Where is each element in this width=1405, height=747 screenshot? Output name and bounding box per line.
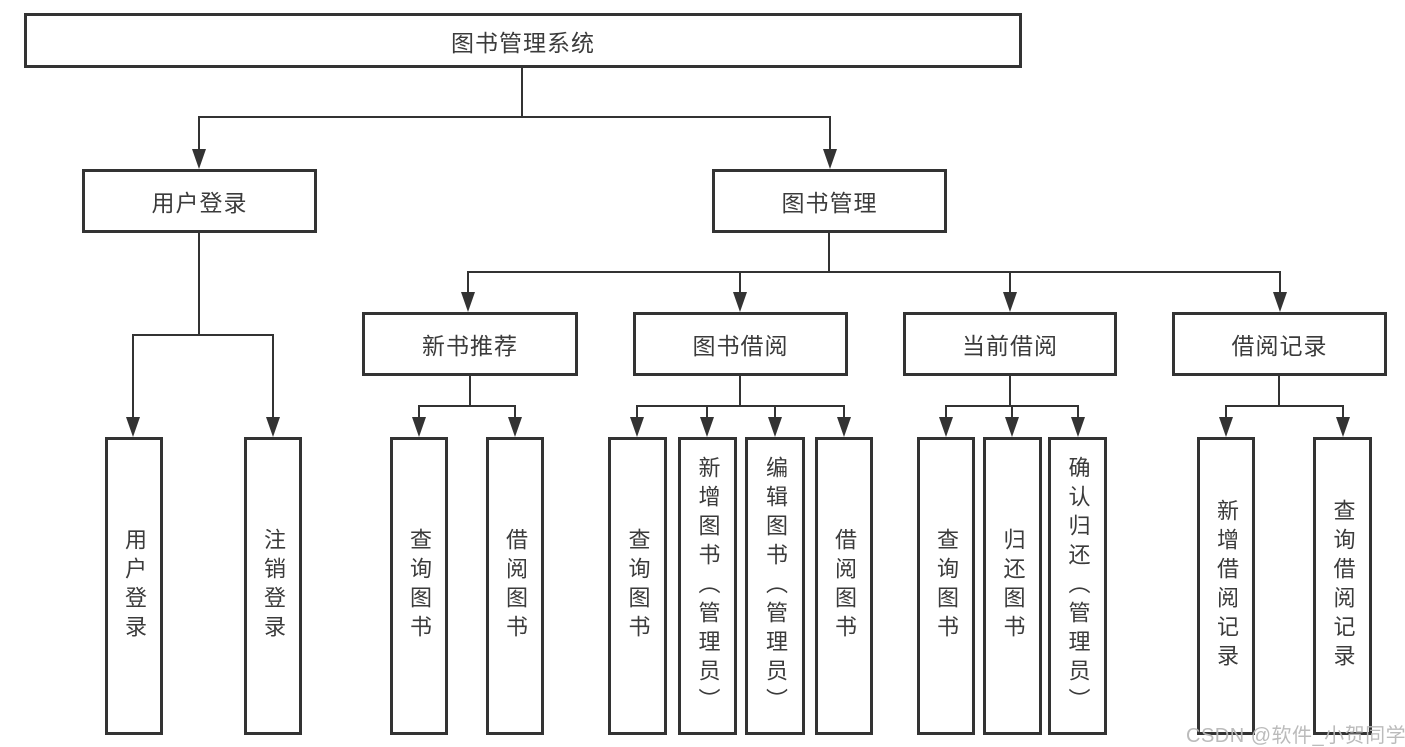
- connector-line: [945, 405, 947, 419]
- leaf-logout: 注销登录: [244, 437, 302, 735]
- leaf-current-confirm-return-admin: 确认归还（管理员）: [1048, 437, 1107, 735]
- connector-line: [1077, 405, 1079, 419]
- leaf-borrow-add-books-admin-label: 新增图书（管理员）: [695, 455, 721, 717]
- node-user-login: 用户登录: [82, 169, 317, 233]
- leaf-records-query-record-label: 查询借阅记录: [1330, 499, 1356, 673]
- connector-line: [1278, 376, 1280, 406]
- connector-line: [1225, 405, 1227, 419]
- leaf-logout-label: 注销登录: [261, 528, 286, 644]
- connector-line: [1279, 271, 1281, 294]
- leaf-current-return-books: 归还图书: [983, 437, 1042, 735]
- node-current-borrow-label: 当前借阅: [962, 333, 1058, 359]
- arrow-down-icon: [733, 292, 747, 312]
- node-root: 图书管理系统: [24, 13, 1022, 68]
- connector-line: [469, 376, 471, 406]
- leaf-records-add-record: 新增借阅记录: [1197, 437, 1255, 735]
- connector-line: [198, 116, 200, 151]
- connector-line: [418, 405, 516, 407]
- connector-line: [1009, 376, 1011, 406]
- connector-line: [739, 376, 741, 406]
- node-user-login-label: 用户登录: [151, 190, 248, 216]
- arrow-down-icon: [1071, 417, 1085, 437]
- arrow-down-icon: [939, 417, 953, 437]
- leaf-borrow-edit-books-admin: 编辑图书（管理员）: [745, 437, 805, 735]
- arrow-down-icon: [126, 417, 140, 437]
- connector-line: [828, 233, 830, 273]
- connector-line: [1225, 405, 1344, 407]
- arrow-down-icon: [266, 417, 280, 437]
- connector-line: [514, 405, 516, 419]
- leaf-borrow-query-books-label: 查询图书: [625, 528, 651, 644]
- leaf-current-query-books: 查询图书: [917, 437, 975, 735]
- leaf-recommend-query-books: 查询图书: [390, 437, 448, 735]
- node-root-label: 图书管理系统: [451, 29, 595, 56]
- node-current-borrow: 当前借阅: [903, 312, 1117, 376]
- connector-line: [132, 334, 134, 419]
- arrow-down-icon: [1273, 292, 1287, 312]
- leaf-borrow-query-books: 查询图书: [608, 437, 667, 735]
- arrow-down-icon: [837, 417, 851, 437]
- leaf-user-login: 用户登录: [105, 437, 163, 735]
- connector-line: [636, 405, 845, 407]
- leaf-recommend-borrow-books-label: 借阅图书: [503, 528, 528, 644]
- arrow-down-icon: [768, 417, 782, 437]
- connector-line: [1342, 405, 1344, 419]
- arrow-down-icon: [700, 417, 714, 437]
- node-book-management: 图书管理: [712, 169, 947, 233]
- node-book-borrow: 图书借阅: [633, 312, 848, 376]
- arrow-down-icon: [1003, 292, 1017, 312]
- node-book-borrow-label: 图书借阅: [692, 333, 789, 359]
- leaf-current-query-books-label: 查询图书: [934, 528, 959, 644]
- arrow-down-icon: [630, 417, 644, 437]
- leaf-current-return-books-label: 归还图书: [1000, 528, 1026, 644]
- node-new-book-recommend: 新书推荐: [362, 312, 578, 376]
- node-book-management-label: 图书管理: [781, 190, 878, 216]
- connector-line: [198, 116, 831, 118]
- leaf-records-add-record-label: 新增借阅记录: [1214, 499, 1239, 673]
- leaf-borrow-borrow-books-label: 借阅图书: [832, 528, 857, 644]
- leaf-user-login-label: 用户登录: [122, 528, 147, 644]
- arrow-down-icon: [192, 149, 206, 169]
- arrow-down-icon: [823, 149, 837, 169]
- connector-line: [418, 405, 420, 419]
- leaf-current-confirm-return-admin-label: 确认归还（管理员）: [1065, 455, 1091, 717]
- arrow-down-icon: [1336, 417, 1350, 437]
- leaf-records-query-record: 查询借阅记录: [1313, 437, 1372, 735]
- arrow-down-icon: [508, 417, 522, 437]
- connector-line: [132, 334, 274, 336]
- connector-line: [1011, 405, 1013, 419]
- leaf-recommend-borrow-books: 借阅图书: [486, 437, 544, 735]
- connector-line: [1009, 271, 1011, 294]
- connector-line: [636, 405, 638, 419]
- connector-line: [774, 405, 776, 419]
- connector-line: [706, 405, 708, 419]
- leaf-borrow-edit-books-admin-label: 编辑图书（管理员）: [763, 455, 788, 717]
- connector-line: [467, 271, 469, 294]
- leaf-recommend-query-books-label: 查询图书: [407, 528, 432, 644]
- arrow-down-icon: [412, 417, 426, 437]
- connector-line: [272, 334, 274, 419]
- node-new-book-recommend-label: 新书推荐: [422, 333, 518, 359]
- leaf-borrow-borrow-books: 借阅图书: [815, 437, 873, 735]
- connector-line: [467, 271, 1281, 273]
- connector-line: [521, 68, 523, 117]
- leaf-borrow-add-books-admin: 新增图书（管理员）: [678, 437, 737, 735]
- connector-line: [843, 405, 845, 419]
- node-borrow-records: 借阅记录: [1172, 312, 1387, 376]
- connector-line: [739, 271, 741, 294]
- connector-line: [198, 233, 200, 336]
- connector-line: [829, 116, 831, 151]
- csdn-watermark: CSDN @软件_小贺同学: [1186, 725, 1405, 747]
- arrow-down-icon: [1005, 417, 1019, 437]
- arrow-down-icon: [461, 292, 475, 312]
- node-borrow-records-label: 借阅记录: [1231, 333, 1328, 359]
- arrow-down-icon: [1219, 417, 1233, 437]
